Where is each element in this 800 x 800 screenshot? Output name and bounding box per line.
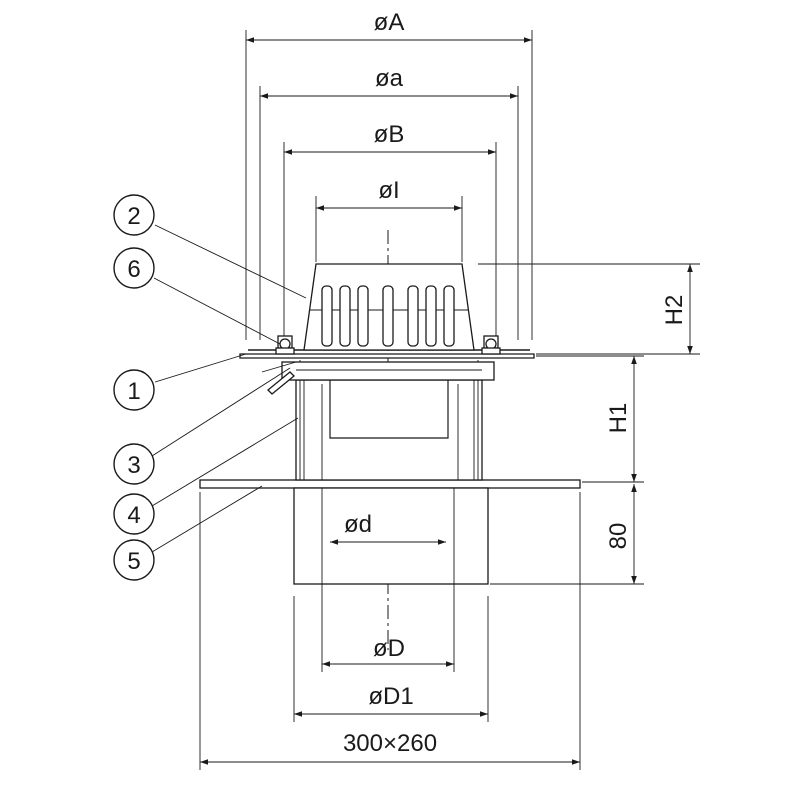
dimension-d: øD [321, 584, 455, 672]
clamp-bolt-left [275, 335, 295, 355]
clamp-bolt-right [481, 335, 501, 355]
dimension-b: øB [283, 121, 497, 336]
dimension-flange-label: øa [375, 65, 404, 92]
dimension-i: øI [315, 177, 463, 262]
dimension-plate-label: 300×260 [343, 730, 437, 757]
dimension-h1-label: H1 [605, 403, 632, 434]
svg-text:1: 1 [127, 378, 140, 405]
callout-6: 6 [113, 247, 281, 345]
svg-text:4: 4 [127, 502, 140, 529]
dimension-h2-label: H2 [661, 295, 688, 326]
svg-text:6: 6 [127, 256, 140, 283]
dimension-plate: 300×260 [199, 492, 581, 770]
dimension-h1: H1 [536, 355, 644, 483]
dimension-h2: H2 [478, 263, 700, 355]
callout-1: 1 [113, 353, 247, 411]
callout-2: 2 [113, 194, 307, 299]
dimension-d-inner: ød [330, 511, 446, 545]
svg-text:3: 3 [127, 452, 140, 479]
dimension-d-inner-label: ød [344, 511, 372, 538]
dimension-a-label: øA [374, 9, 405, 36]
dimension-b-label: øB [374, 121, 405, 148]
dimension-d1: øD1 [293, 596, 489, 722]
svg-text:2: 2 [127, 203, 140, 230]
dimension-flange: øa [259, 65, 519, 340]
dimension-i-label: øI [378, 177, 399, 204]
callout-5: 5 [113, 485, 263, 581]
outlet-pipe [293, 487, 489, 585]
dimension-pipe-length: 80 [490, 484, 644, 585]
base-plate [199, 479, 581, 489]
leaf-grate [303, 263, 475, 351]
callout-4: 4 [113, 417, 299, 535]
svg-text:5: 5 [127, 548, 140, 575]
dimension-pipe-length-label: 80 [605, 523, 632, 550]
dimension-a: øA [245, 9, 533, 340]
dimension-d1-label: øD1 [368, 683, 413, 710]
dimension-d-label: øD [373, 635, 405, 662]
callout-3: 3 [113, 367, 291, 485]
grate-slots [321, 285, 455, 347]
